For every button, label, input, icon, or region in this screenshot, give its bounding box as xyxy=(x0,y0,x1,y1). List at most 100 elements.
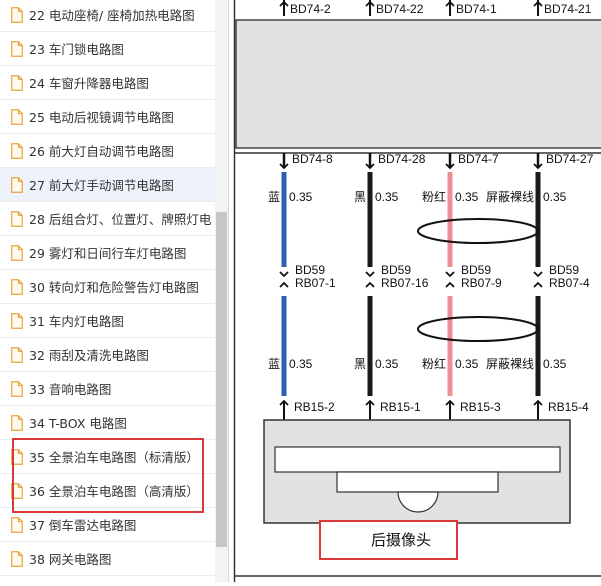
list-item-label: 33 音响电路图 xyxy=(29,382,112,397)
twisted-pair-ellipse xyxy=(417,218,539,244)
top-connector-pin xyxy=(445,0,455,7)
wire-color-label-lower: 屏蔽裸线 xyxy=(486,356,534,371)
top-connector-pin xyxy=(279,0,289,7)
document-icon xyxy=(11,74,23,91)
list-item[interactable]: 37 倒车雷达电路图 xyxy=(0,508,215,542)
top-connector-label: BD74-2 xyxy=(290,2,331,16)
list-item[interactable]: 23 车门锁电路图 xyxy=(0,32,215,66)
list-item[interactable]: 22 电动座椅/ 座椅加热电路图 xyxy=(0,0,215,32)
wire-mid-connector-label: RB07-9 xyxy=(461,276,502,290)
document-icon xyxy=(11,550,23,567)
list-item[interactable]: 34 T-BOX 电路图 xyxy=(0,406,215,440)
top-connector-label: BD74-22 xyxy=(376,2,424,16)
list-item-label: 22 电动座椅/ 座椅加热电路图 xyxy=(29,8,195,23)
document-icon xyxy=(11,516,23,533)
wire-top-pin xyxy=(365,163,375,170)
list-item-label: 38 网关电路图 xyxy=(29,552,112,567)
wire-mid-pin-down xyxy=(445,271,455,278)
module-panel xyxy=(235,19,601,149)
document-icon xyxy=(11,346,23,363)
wire-gauge-label-lower: 0.35 xyxy=(543,357,567,371)
list-item-label: 32 雨刮及清洗电路图 xyxy=(29,348,149,363)
wire-mid-connector-label: BD59 xyxy=(381,263,411,277)
camera-connector-latch xyxy=(336,471,499,493)
wire-color-label-lower: 粉红 xyxy=(422,356,446,371)
wire-mid-connector-label: RB07-1 xyxy=(295,276,336,290)
list-item[interactable]: 31 车内灯电路图 xyxy=(0,304,215,338)
component-label-box xyxy=(319,520,458,560)
wire-gauge-label-upper: 0.35 xyxy=(455,190,479,204)
list-item[interactable]: 35 全景泊车电路图（标清版） xyxy=(0,440,215,474)
list-item-label: 27 前大灯手动调节电路图 xyxy=(29,178,174,193)
list-item[interactable]: 30 转向灯和危险警告灯电路图 xyxy=(0,270,215,304)
document-icon xyxy=(11,40,23,57)
wire-mid-pin-up xyxy=(445,281,455,288)
wire-top-connector-label: BD74-27 xyxy=(546,152,594,166)
list-item-label: 24 车窗升降器电路图 xyxy=(29,76,149,91)
document-icon xyxy=(11,312,23,329)
wire-top-pin xyxy=(445,163,455,170)
wire-color-label-upper: 蓝 xyxy=(268,190,280,204)
top-connector-pin xyxy=(533,0,543,7)
list-item[interactable]: 32 雨刮及清洗电路图 xyxy=(0,338,215,372)
wire-top-pin xyxy=(279,163,289,170)
list-item[interactable]: 33 音响电路图 xyxy=(0,372,215,406)
list-item-label: 36 全景泊车电路图（高清版） xyxy=(29,484,199,499)
wire-mid-pin-up xyxy=(279,281,289,288)
list-item-label: 30 转向灯和危险警告灯电路图 xyxy=(29,280,199,295)
list-item-label: 28 后组合灯、位置灯、牌照灯电 xyxy=(29,212,212,227)
list-item[interactable]: 28 后组合灯、位置灯、牌照灯电 xyxy=(0,202,215,236)
document-icon xyxy=(11,6,23,23)
list-item[interactable]: 24 车窗升降器电路图 xyxy=(0,66,215,100)
list-item[interactable]: 26 前大灯自动调节电路图 xyxy=(0,134,215,168)
wire-bottom-connector-label: RB15-1 xyxy=(380,400,421,414)
list-item-label: 37 倒车雷达电路图 xyxy=(29,518,137,533)
wire-color-label-lower: 黑 xyxy=(354,357,366,371)
wire-mid-connector-label: BD59 xyxy=(549,263,579,277)
list-item-label: 25 电动后视镜调节电路图 xyxy=(29,110,174,125)
wire-mid-pin-down xyxy=(365,271,375,278)
wire-mid-pin-down xyxy=(533,271,543,278)
list-item-label: 26 前大灯自动调节电路图 xyxy=(29,144,174,159)
wire-gauge-label-upper: 0.35 xyxy=(289,190,313,204)
list-item-label: 35 全景泊车电路图（标清版） xyxy=(29,450,199,465)
list-item-label: 23 车门锁电路图 xyxy=(29,42,124,57)
wire-mid-connector-label: BD59 xyxy=(461,263,491,277)
wire-mid-connector-label: RB07-16 xyxy=(381,276,429,290)
list-item-label: 31 车内灯电路图 xyxy=(29,314,124,329)
camera-connector-block xyxy=(274,446,561,473)
list-item[interactable]: 29 雾灯和日间行车灯电路图 xyxy=(0,236,215,270)
camera-lens-shape xyxy=(397,491,439,513)
top-connector-label: BD74-1 xyxy=(456,2,497,16)
wire-color-label-lower: 蓝 xyxy=(268,357,280,371)
wire-bottom-connector-label: RB15-4 xyxy=(548,400,589,414)
wire-bottom-connector-label: RB15-3 xyxy=(460,400,501,414)
wire-color-label-upper: 屏蔽裸线 xyxy=(486,189,534,204)
wire-gauge-label-upper: 0.35 xyxy=(543,190,567,204)
wire-mid-pin-up xyxy=(533,281,543,288)
twisted-pair-ellipse xyxy=(417,316,539,342)
sidebar-scrollbar-thumb[interactable] xyxy=(216,212,227,547)
top-connector-pin xyxy=(365,0,375,7)
document-icon xyxy=(11,176,23,193)
list-item[interactable]: 25 电动后视镜调节电路图 xyxy=(0,100,215,134)
document-list-sidebar: 22 电动座椅/ 座椅加热电路图 23 车门锁电路图 24 车窗升降器电路图 25 电… xyxy=(0,0,217,582)
document-icon xyxy=(11,244,23,261)
wire-mid-pin-up xyxy=(365,281,375,288)
document-icon xyxy=(11,210,23,227)
list-item-label: 34 T-BOX 电路图 xyxy=(29,416,127,431)
wire-top-pin xyxy=(533,163,543,170)
top-connector-label: BD74-21 xyxy=(544,2,592,16)
document-icon xyxy=(11,482,23,499)
list-item[interactable]: 38 网关电路图 xyxy=(0,542,215,576)
wire-gauge-label-lower: 0.35 xyxy=(455,357,479,371)
wire-mid-connector-label: RB07-4 xyxy=(549,276,590,290)
list-item[interactable]: 36 全景泊车电路图（高清版） xyxy=(0,474,215,508)
list-item[interactable]: 27 前大灯手动调节电路图 xyxy=(0,168,215,202)
wire-mid-connector-label: BD59 xyxy=(295,263,325,277)
wire-top-connector-label: BD74-8 xyxy=(292,152,333,166)
document-icon xyxy=(11,142,23,159)
wire-bottom-connector-label: RB15-2 xyxy=(294,400,335,414)
